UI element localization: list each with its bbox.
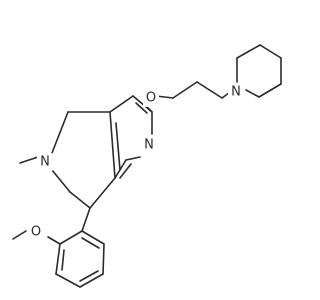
bond-c4a-c8a-inner <box>115 122 121 171</box>
bond-aryl-4 <box>79 273 104 288</box>
bond-pip-6 <box>245 89 260 98</box>
bond-aryl-3 <box>55 273 81 288</box>
bond-c5-c4a-inner <box>119 163 132 179</box>
atom-label-n-pyridine: N <box>144 138 154 153</box>
bond-layer <box>12 44 282 288</box>
atom-label-o-methoxy: O <box>31 225 41 240</box>
bond-n-ch2-bottom <box>51 169 71 193</box>
atom-label-n-ring: N <box>40 155 50 170</box>
bond-propyl-1 <box>172 81 198 99</box>
bond-ch-aryl <box>81 207 91 232</box>
bond-methyl-n <box>19 156 39 164</box>
bond-aryl-6 <box>81 230 105 245</box>
bond-pip-5 <box>258 83 282 98</box>
bond-o-methyl <box>12 230 27 240</box>
atom-label-layer: N N O N O <box>28 83 244 241</box>
mask-o-ether <box>143 89 159 107</box>
bond-ch-c4a <box>89 177 116 209</box>
bond-pip-2 <box>236 44 261 59</box>
bond-c8-c7-inner <box>135 102 148 114</box>
bond-n6-c5 <box>125 156 141 161</box>
bond-aryl-o <box>47 236 61 245</box>
bond-propyl-2 <box>196 81 223 99</box>
bond-n-ch2-top <box>51 111 69 154</box>
bond-aryl-1 <box>59 230 83 245</box>
bond-aryl-5 <box>102 243 105 275</box>
bond-aryl-inner-3 <box>81 237 100 249</box>
mask-n-piperidine <box>228 83 244 101</box>
bond-c8a-c8 <box>109 95 134 113</box>
bond-aryl-inner-2 <box>79 270 99 282</box>
bond-propyl-3 <box>221 92 230 99</box>
molecule-structure: N N O N O <box>12 44 282 288</box>
bond-ch2-ch <box>69 191 91 209</box>
bond-aryl-inner-1 <box>61 249 65 271</box>
mask-n-ring <box>37 153 53 171</box>
bond-c8a-c4a <box>109 111 116 179</box>
atom-label-n-piperidine: N <box>231 85 241 100</box>
atom-label-o-ether: O <box>146 91 156 106</box>
bond-pip-3 <box>259 44 282 59</box>
mask-n-pyridine <box>141 136 157 154</box>
bond-aryl-2 <box>55 243 61 275</box>
mask-o-methoxy <box>28 223 44 241</box>
